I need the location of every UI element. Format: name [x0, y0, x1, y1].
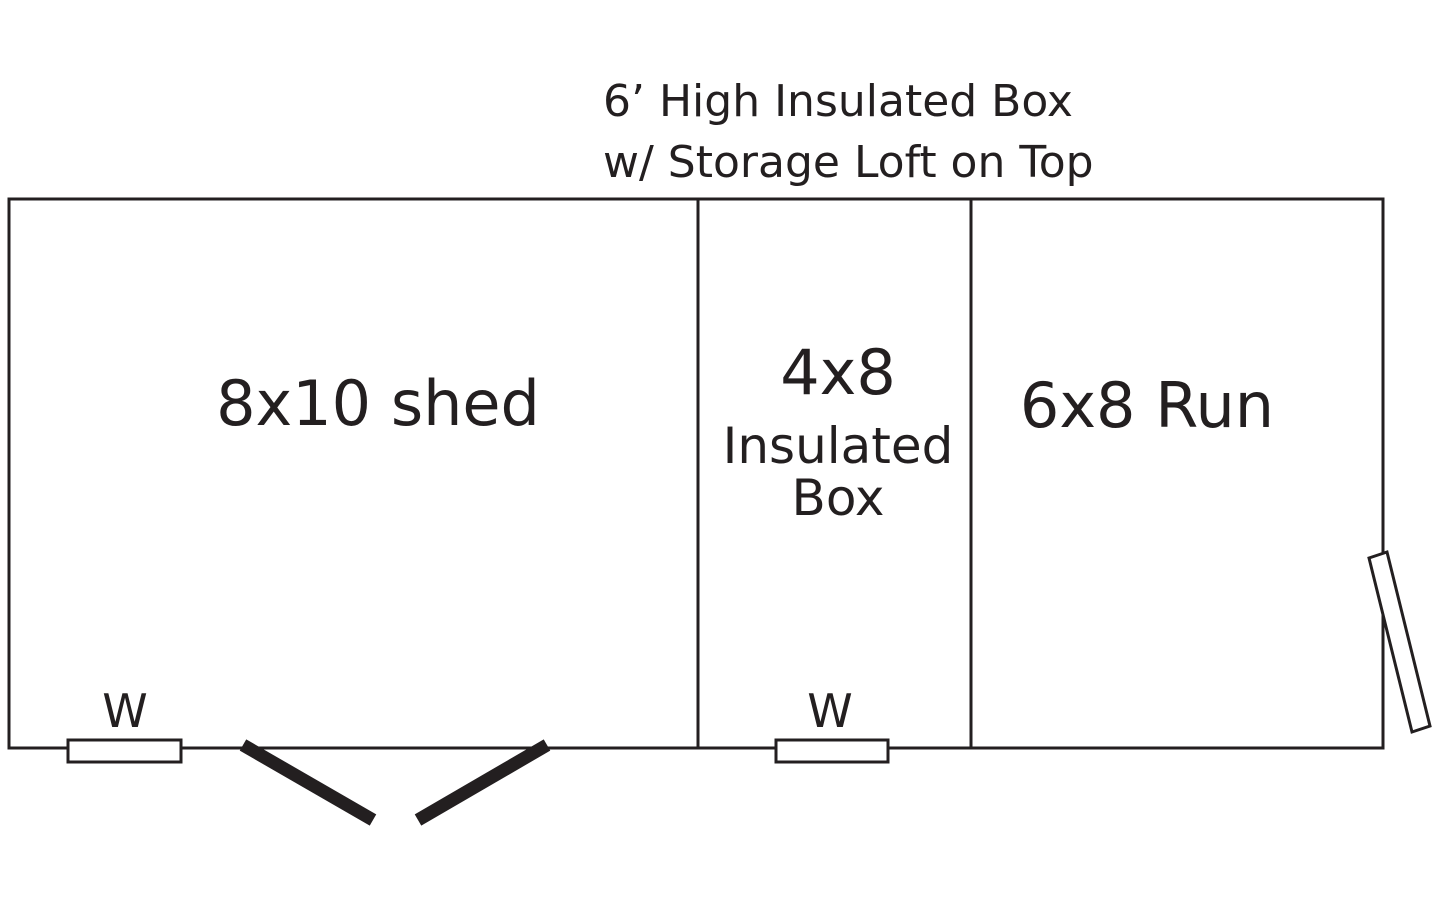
room-label-run: 6x8 Run	[1020, 369, 1274, 442]
shed-door-right-leaf	[414, 739, 551, 826]
room-label-shed: 8x10 shed	[216, 367, 540, 440]
outer-wall	[7, 197, 1385, 750]
room-label-box-line-1: Insulated	[723, 417, 954, 475]
run-side-door	[1367, 550, 1432, 734]
window-shed	[66, 738, 183, 764]
room-label-box-line-2: Box	[792, 469, 885, 527]
shed-door-left-leaf	[239, 739, 377, 826]
header-line-1: 6’ High Insulated Box	[603, 76, 1073, 127]
header-line-2: w/ Storage Loft on Top	[603, 137, 1094, 188]
window-label-box: W	[807, 684, 852, 738]
window-label-shed: W	[102, 684, 147, 738]
room-label-box-size: 4x8	[780, 336, 896, 409]
window-box	[774, 738, 890, 764]
